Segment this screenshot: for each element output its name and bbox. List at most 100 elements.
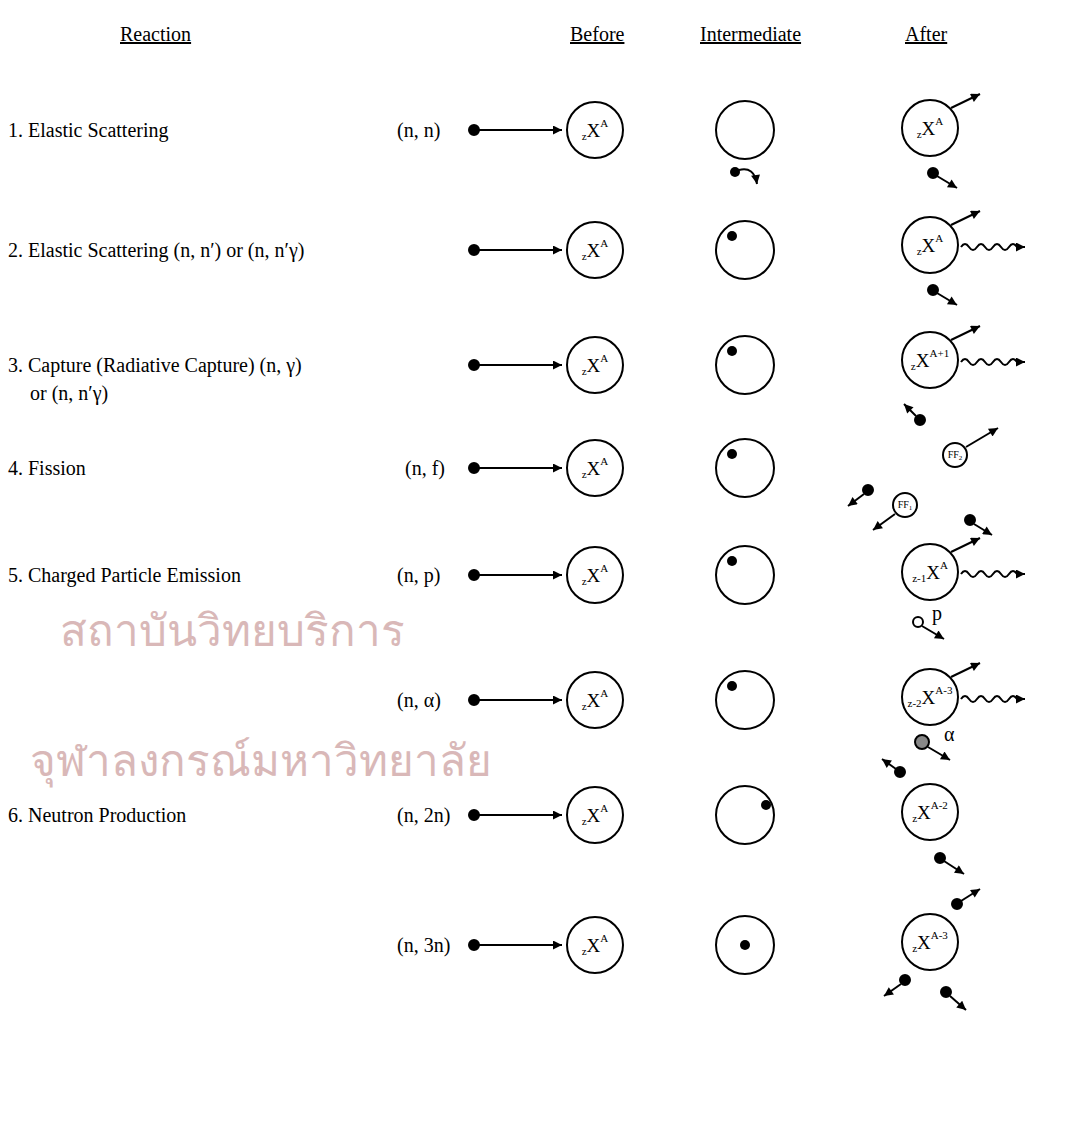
element-symbol: X [916,351,930,370]
column-heading: After [905,22,947,46]
element-symbol: X [926,563,940,582]
element-symbol: X [587,121,601,140]
atomic-number: z [917,129,922,140]
element-symbol: X [917,803,931,822]
mass-number: A [600,688,608,699]
nucleus-symbol: zXA-3 [912,933,948,952]
mass-number: A-2 [931,800,948,811]
nucleus-circle: zXA [566,671,624,729]
circle-outline [901,331,959,389]
reaction-label: (n, n) [397,118,440,142]
atomic-number: z [911,361,916,372]
atomic-number: z [582,701,587,712]
atomic-number: z [912,943,917,954]
nucleus-symbol: zXA [582,241,609,260]
nucleus-circle: zXA [901,216,959,274]
watermark: สถาบันวิทยบริการ [60,606,405,658]
nucleus-symbol: z-2XA-3 [908,688,953,707]
atomic-number: z [582,576,587,587]
nucleus-symbol: zXA [917,236,944,255]
nucleus-symbol: zXA [582,356,609,375]
nucleus-circle: z-2XA-3 [901,668,959,726]
nucleus-symbol: zXA [582,566,609,585]
element-symbol: X [587,356,601,375]
atomic-number: z-2 [908,698,922,709]
mass-number: A [600,563,608,574]
nucleus-circle: zXA+1 [901,331,959,389]
nucleus-circle: zXA [566,101,624,159]
nucleus-symbol: zXA [917,119,944,138]
mass-number: A [600,803,608,814]
mass-number: A [600,118,608,129]
nucleus-symbol: z-1XA [912,563,948,582]
nucleus-symbol: zXA [582,806,609,825]
intermediate-nuclei [716,101,774,974]
reaction-label: 4. Fission [8,456,86,480]
mass-number: A [600,456,608,467]
nucleus-circle: zXA [566,439,624,497]
element-symbol: X [922,688,936,707]
mass-number: A [940,560,948,571]
atomic-number: z [582,946,587,957]
nucleus-circle: zXA-2 [901,783,959,841]
atomic-number: z-1 [912,573,926,584]
mass-number: A-3 [935,685,952,696]
reaction-label: (n, f) [405,456,445,480]
fission-fragment: FF2 [942,442,968,468]
gamma-waves [961,244,1025,702]
atomic-number: z [582,816,587,827]
element-symbol: X [587,566,601,585]
nucleus-symbol: FF1 [898,500,913,510]
nucleus-symbol: zXA-2 [912,803,948,822]
nucleus-symbol: zXA [582,691,609,710]
intermediate-neutrons [727,167,771,950]
element-symbol: X [917,933,931,952]
element-symbol: X [587,691,601,710]
column-heading: Before [570,22,624,46]
nucleus-circle: zXA [901,99,959,157]
fission-fragment: FF1 [892,492,918,518]
reaction-label: (n, 2n) [397,803,450,827]
mass-number: A [935,116,943,127]
element-symbol: X [587,241,601,260]
nucleus-circle: zXA [566,916,624,974]
reaction-label: or (n, n′γ) [30,381,108,405]
atomic-number: z [582,366,587,377]
reaction-label: 3. Capture (Radiative Capture) (n, γ) [8,353,302,377]
nucleus-circle: zXA [566,786,624,844]
nucleus-circle: zXA [566,546,624,604]
fragment-symbol: FF [948,450,959,460]
recoil-arrows [873,94,998,677]
particle-label: α [944,724,954,744]
reaction-label: (n, α) [397,688,441,712]
column-heading: Intermediate [700,22,801,46]
column-heading: Reaction [120,22,191,46]
element-symbol: X [587,806,601,825]
scatter-arrow [739,169,757,184]
nucleus-symbol: zXA+1 [911,351,949,370]
reaction-label: 5. Charged Particle Emission [8,563,241,587]
atomic-number: z [582,131,587,142]
atomic-number: z [582,469,587,480]
nucleus-symbol: zXA [582,936,609,955]
reaction-label: (n, p) [397,563,440,587]
atomic-number: z [582,251,587,262]
nucleus-circle: zXA [566,221,624,279]
element-symbol: X [587,936,601,955]
element-symbol: X [922,236,936,255]
atomic-number: z [917,246,922,257]
atomic-number: z [912,813,917,824]
reaction-label: 1. Elastic Scattering [8,118,169,142]
element-symbol: X [922,119,936,138]
mass-number: A [935,233,943,244]
reaction-label: 6. Neutron Production [8,803,186,827]
fragment-symbol: FF [898,500,909,510]
mass-number: A+1 [929,348,949,359]
element-symbol: X [587,459,601,478]
particle-label: p [932,603,942,623]
emitted-neutrons [848,168,992,1010]
nucleus-circle: zXA-3 [901,913,959,971]
reaction-label: (n, 3n) [397,933,450,957]
watermark: จุฬาลงกรณ์มหาวิทยาลัย [30,736,492,788]
fragment-index: 1 [909,505,913,512]
